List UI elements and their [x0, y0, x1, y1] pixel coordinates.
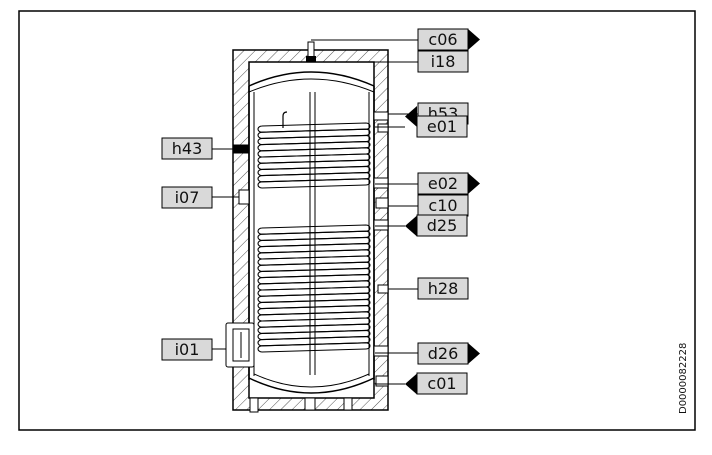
label-h28: h28	[417, 277, 469, 300]
label-c06: c06	[417, 28, 480, 51]
svg-text:i18: i18	[431, 52, 456, 71]
leader-lines	[212, 39, 418, 385]
coil-turn	[257, 342, 371, 353]
label-c01: c01	[405, 372, 468, 395]
left-connections	[225, 144, 255, 368]
label-d26: d26	[417, 342, 480, 365]
document-id: D0000082228	[678, 343, 689, 414]
label-i18: i18	[417, 50, 469, 73]
svg-text:h43: h43	[172, 139, 203, 158]
svg-text:c01: c01	[427, 374, 456, 393]
figure-frame	[18, 10, 696, 431]
svg-text:c06: c06	[428, 30, 457, 49]
upper-heat-exchanger-coil	[257, 122, 371, 189]
svg-text:e02: e02	[428, 174, 458, 193]
svg-text:d26: d26	[428, 344, 459, 363]
right-connections	[373, 111, 389, 387]
label-c10: c10	[417, 194, 469, 217]
label-i07: i07	[161, 186, 213, 209]
label-d25: d25	[405, 214, 468, 237]
coil-turn	[257, 178, 371, 189]
svg-text:i07: i07	[175, 188, 200, 207]
svg-text:c10: c10	[428, 196, 457, 215]
svg-text:e01: e01	[427, 117, 457, 136]
label-i01: i01	[161, 338, 213, 361]
label-e02: e02	[417, 172, 480, 195]
label-h43: h43	[161, 137, 213, 160]
svg-text:d25: d25	[427, 216, 458, 235]
svg-text:h28: h28	[428, 279, 459, 298]
svg-text:i01: i01	[175, 340, 200, 359]
lower-heat-exchanger-coil	[257, 224, 371, 353]
label-e01: e01	[405, 106, 468, 138]
